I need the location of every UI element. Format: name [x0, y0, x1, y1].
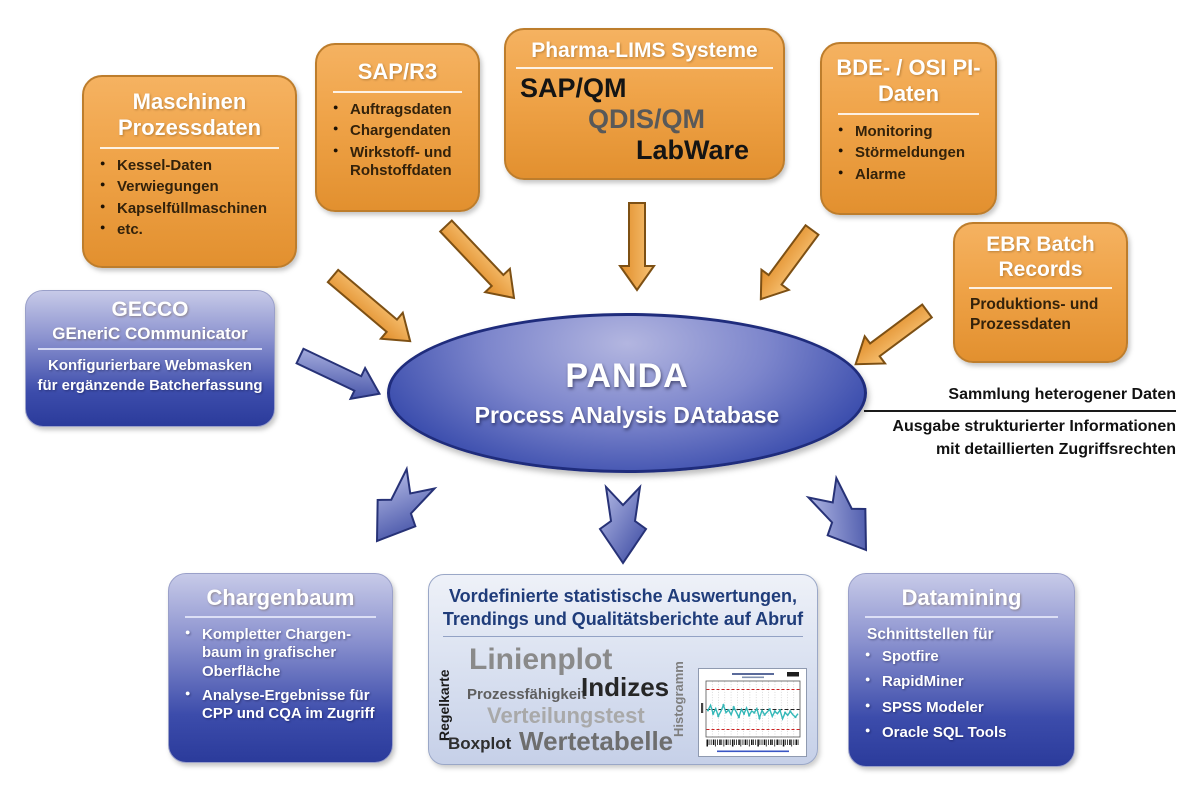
bullet-item: SPSS Modeler	[865, 699, 1066, 717]
box-title: GECCO	[111, 298, 189, 321]
panda-hub-ellipse: PANDA Process ANalysis DAtabase	[387, 313, 867, 473]
cloud-term-wertetabelle: Wertetabelle	[519, 726, 674, 756]
box-datamining: Datamining Schnittstellen für Spotfire R…	[848, 573, 1075, 767]
lims-system-qdis-qm: QDIS/QM	[588, 103, 706, 134]
box-title: BDE- / OSI PI- Daten	[836, 55, 981, 106]
io-note-line2: Ausgabe strukturierter Informationen	[892, 418, 1176, 436]
lims-system-labware: LabWare	[636, 134, 750, 165]
thumb-legend	[787, 672, 799, 677]
gecco-subtitle: GEneriC COmmunicator	[52, 323, 248, 343]
box-statistik-auswertungen: Vordefinierte statistische Auswertungen,…	[428, 574, 818, 765]
bullet-item: RapidMiner	[865, 673, 1066, 691]
title-divider	[333, 90, 462, 93]
bullet-item: Störmeldungen	[838, 144, 987, 162]
ebr-body: Produktions- und Prozessdaten	[970, 295, 1099, 333]
box-title: Pharma-LIMS Systeme	[531, 39, 758, 62]
io-note-line3: mit detaillierten Zugriffsrechten	[935, 440, 1176, 458]
arrow-lims-to-panda	[618, 202, 656, 292]
gecco-body: Konfigurierbare Webmasken für ergänzende…	[37, 356, 263, 395]
arrow-maschinen-to-panda	[326, 268, 412, 343]
hub-title: PANDA	[565, 357, 689, 395]
arrow-sap-to-panda	[438, 219, 516, 300]
title-divider	[100, 146, 279, 149]
arrow-gecco-to-panda	[295, 347, 382, 401]
cloud-term-prozessfaehigkeit: Prozessfähigkeit	[467, 686, 587, 703]
arrow-bde-to-panda	[759, 223, 820, 301]
bullet-item: Alarme	[838, 166, 987, 184]
box-title: Vordefinierte statistische Auswertungen,…	[442, 586, 804, 629]
box-title: SAP/R3	[357, 59, 438, 84]
arrow-panda-to-datamining	[805, 474, 868, 552]
arrow-panda-to-chargenbaum	[375, 465, 438, 543]
bullet-item: Verwiegungen	[100, 178, 287, 196]
bullet-item: Wirkstoff- und Rohstoffdaten	[333, 144, 470, 181]
bullet-item: Kompletter Chargen- baum in grafischer O…	[185, 626, 384, 681]
box-chargenbaum: Chargenbaum Kompletter Chargen- baum in …	[168, 573, 393, 763]
box-gecco: GECCO GEneriC COmmunicator Konfigurierba…	[25, 290, 275, 427]
control-chart-thumbnail	[698, 668, 807, 757]
bullet-item: etc.	[100, 221, 287, 239]
arrow-panda-to-statistik	[598, 484, 648, 565]
bullet-item: Chargendaten	[333, 122, 470, 140]
box-title: EBR Batch Records	[986, 233, 1095, 281]
box-maschinen-prozessdaten: Maschinen Prozessdaten Kessel-Daten Verw…	[82, 75, 297, 268]
cloud-term-indizes: Indizes	[581, 672, 670, 702]
box-title: Chargenbaum	[206, 585, 355, 610]
cloud-term-linienplot: Linienplot	[469, 643, 613, 676]
bullet-item: Analyse-Ergebnisse für CPP und CQA im Zu…	[185, 687, 384, 724]
bullet-item: Kapselfüllmaschinen	[100, 200, 287, 218]
bullet-item: Spotfire	[865, 648, 1066, 666]
bullet-item: Oracle SQL Tools	[865, 724, 1066, 742]
io-note: Sammlung heterogener Daten Ausgabe struk…	[864, 384, 1176, 461]
io-note-line1: Sammlung heterogener Daten	[864, 384, 1176, 413]
datamining-intro: Schnittstellen für	[867, 625, 994, 643]
bullet-item: Kessel-Daten	[100, 157, 287, 175]
box-ebr-batch-records: EBR Batch Records Produktions- und Proze…	[953, 222, 1128, 363]
bullet-item: Auftragsdaten	[333, 101, 470, 119]
title-divider	[443, 636, 803, 637]
box-sap-r3: SAP/R3 Auftragsdaten Chargendaten Wirkst…	[315, 43, 480, 212]
box-title: Datamining	[901, 585, 1022, 610]
box-bde-osi-pi: BDE- / OSI PI- Daten Monitoring Störmeld…	[820, 42, 997, 215]
lims-system-sap-qm: SAP/QM	[520, 72, 627, 103]
box-pharma-lims: Pharma-LIMS Systeme SAP/QM QDIS/QM LabWa…	[504, 28, 785, 180]
hub-subtitle: Process ANalysis DAtabase	[474, 402, 780, 428]
cloud-term-boxplot: Boxplot	[448, 734, 512, 753]
arrow-ebr-to-panda	[854, 303, 934, 366]
cloud-term-verteilungstest: Verteilungstest	[487, 703, 645, 728]
box-title: Maschinen Prozessdaten	[117, 89, 262, 140]
cloud-term-regelkarte: Regelkarte	[436, 669, 452, 741]
cloud-term-histogramm: Histogramm	[671, 661, 686, 737]
bullet-item: Monitoring	[838, 123, 987, 141]
title-divider	[838, 112, 979, 115]
